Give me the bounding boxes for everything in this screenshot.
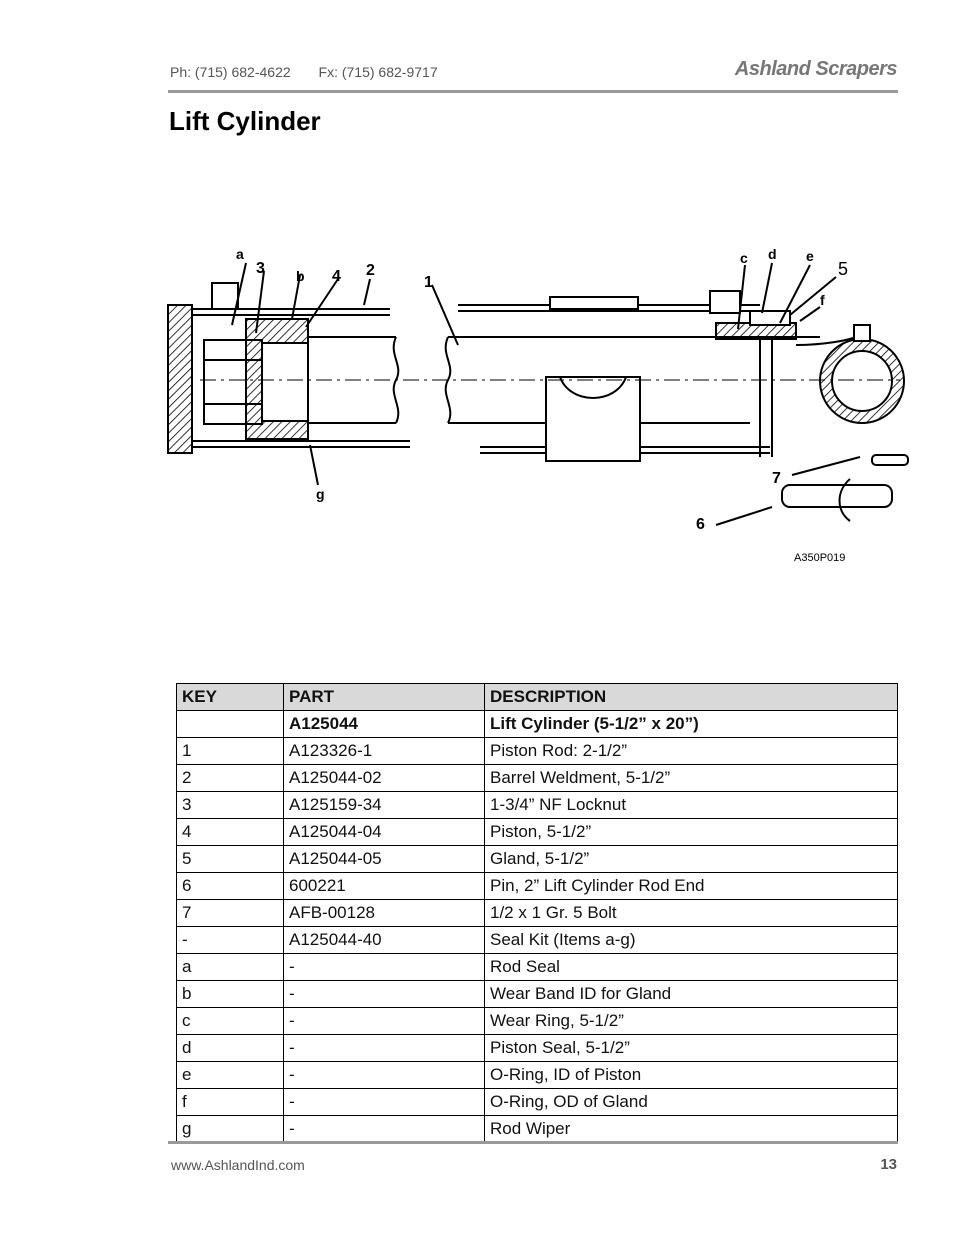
cell-key: 6 [176, 872, 284, 900]
cell-part: - [283, 1115, 485, 1143]
cell-description: Wear Ring, 5-1/2” [484, 1007, 898, 1035]
cell-key: d [176, 1034, 284, 1062]
cell-description: Piston Seal, 5-1/2” [484, 1034, 898, 1062]
cell-part: A125159-34 [283, 791, 485, 819]
table-header-row: KEY PART DESCRIPTION [176, 683, 898, 711]
cell-key: 2 [176, 764, 284, 792]
cell-part: A125044-04 [283, 818, 485, 846]
table-row: e-O-Ring, ID of Piston [176, 1061, 898, 1089]
callout-d: d [768, 246, 777, 262]
callout-5: 5 [838, 259, 848, 279]
cell-key: f [176, 1088, 284, 1116]
cell-description: Gland, 5-1/2” [484, 845, 898, 873]
cell-part: A125044-05 [283, 845, 485, 873]
footer-url: www.AshlandInd.com [171, 1157, 305, 1173]
cell-description: Piston Rod: 2-1/2” [484, 737, 898, 765]
col-part: PART [283, 683, 485, 711]
cell-key: b [176, 980, 284, 1008]
cell-part: - [283, 953, 485, 981]
cell-description: Wear Band ID for Gland [484, 980, 898, 1008]
cell-key: 1 [176, 737, 284, 765]
cell-key: - [176, 926, 284, 954]
cell-part: A125044-02 [283, 764, 485, 792]
cell-key: c [176, 1007, 284, 1035]
cell-description: Seal Kit (Items a-g) [484, 926, 898, 954]
cell-key: 3 [176, 791, 284, 819]
table-row: b-Wear Band ID for Gland [176, 980, 898, 1008]
cell-key: e [176, 1061, 284, 1089]
cell-key: 5 [176, 845, 284, 873]
callout-b: b [296, 268, 305, 284]
cell-key [176, 710, 284, 738]
header-divider [168, 90, 898, 93]
callout-4: 4 [332, 268, 341, 285]
cell-description: O-Ring, OD of Gland [484, 1088, 898, 1116]
cell-part: A125044-40 [283, 926, 485, 954]
cell-part: A123326-1 [283, 737, 485, 765]
footer-divider [168, 1141, 898, 1144]
cell-part: - [283, 1061, 485, 1089]
callout-e: e [806, 248, 814, 264]
table-row: d-Piston Seal, 5-1/2” [176, 1034, 898, 1062]
callout-3: 3 [256, 260, 265, 277]
page-number: 13 [880, 1156, 897, 1173]
table-row: f-O-Ring, OD of Gland [176, 1088, 898, 1116]
cell-description: Piston, 5-1/2” [484, 818, 898, 846]
header-contact: Ph: (715) 682-4622 Fx: (715) 682-9717 [170, 64, 462, 80]
col-key: KEY [176, 683, 284, 711]
cell-part: 600221 [283, 872, 485, 900]
table-row: c-Wear Ring, 5-1/2” [176, 1007, 898, 1035]
cell-part: AFB-00128 [283, 899, 485, 927]
lift-cylinder-diagram: a 3 b 4 2 1 g c d e 5 f 7 6 A350P019 [167, 246, 909, 564]
header-phone: Ph: (715) 682-4622 [170, 64, 291, 80]
page-title: Lift Cylinder [169, 106, 321, 136]
table-row: g-Rod Wiper [176, 1115, 898, 1143]
callout-f: f [820, 292, 825, 308]
cell-part: - [283, 1088, 485, 1116]
cell-description: Rod Wiper [484, 1115, 898, 1143]
cell-key: g [176, 1115, 284, 1143]
cell-key: a [176, 953, 284, 981]
cell-part: A125044 [283, 710, 485, 738]
drawing-code: A350P019 [794, 552, 845, 564]
callout-1: 1 [424, 274, 433, 291]
cell-key: 4 [176, 818, 284, 846]
cell-description: Barrel Weldment, 5-1/2” [484, 764, 898, 792]
col-description: DESCRIPTION [484, 683, 898, 711]
cell-key: 7 [176, 899, 284, 927]
cell-description: 1/2 x 1 Gr. 5 Bolt [484, 899, 898, 927]
callout-6: 6 [696, 516, 705, 533]
cell-description: Rod Seal [484, 953, 898, 981]
callout-c: c [740, 250, 748, 266]
table-row: a-Rod Seal [176, 953, 898, 981]
callout-7: 7 [772, 470, 781, 487]
cell-description: Pin, 2” Lift Cylinder Rod End [484, 872, 898, 900]
cell-description: O-Ring, ID of Piston [484, 1061, 898, 1089]
cell-part: - [283, 980, 485, 1008]
brand-logo: Ashland Scrapers [734, 58, 898, 80]
cell-part: - [283, 1007, 485, 1035]
callout-2: 2 [366, 262, 375, 279]
callout-g: g [316, 486, 325, 502]
cell-description: Lift Cylinder (5-1/2” x 20”) [484, 710, 898, 738]
callout-a: a [236, 246, 244, 262]
cell-part: - [283, 1034, 485, 1062]
cell-description: 1-3/4” NF Locknut [484, 791, 898, 819]
header-fax: Fx: (715) 682-9717 [318, 64, 438, 80]
